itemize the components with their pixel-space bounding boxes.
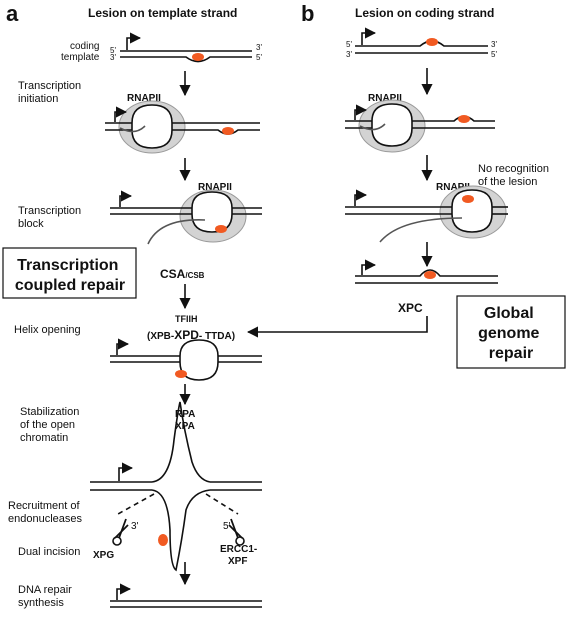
lesion-marker xyxy=(424,271,436,279)
three-prime-label: 3' xyxy=(110,53,116,62)
panel-b-title: Lesion on coding strand xyxy=(355,6,494,20)
five-prime-label: 5' xyxy=(491,50,497,59)
open-chromatin-dna xyxy=(90,401,262,572)
step-stabilization: Stabilization of the open chromatin xyxy=(20,406,82,444)
lesion-marker xyxy=(462,195,474,203)
repaired-dna xyxy=(110,583,262,608)
five-prime-label: 5' xyxy=(256,53,262,62)
panel-b-letter: b xyxy=(301,1,314,26)
step-transcription-initiation: Transcription initiation xyxy=(18,80,84,105)
ggr-box-label: Global genome repair xyxy=(478,305,544,362)
lesion-marker xyxy=(215,225,227,233)
coding-label: coding xyxy=(70,41,99,52)
five-prime-label: 5' xyxy=(346,40,352,49)
step-dual-incision: Dual incision xyxy=(18,546,80,558)
step-repair-synthesis: DNA repair synthesis xyxy=(18,584,75,609)
scissors-icon xyxy=(228,518,245,546)
panel-b-dna-initial: 5' 3' 3' 5' xyxy=(346,27,497,59)
tfiih-complex-label: (XPB-XPD- TTDA) xyxy=(147,328,235,342)
lesion-marker xyxy=(426,38,438,46)
helix-opening-dna xyxy=(110,338,262,381)
panel-b-dna-stalled xyxy=(355,259,498,284)
tcr-box xyxy=(2,247,137,299)
step-transcription-block: Transcription block xyxy=(18,205,84,230)
csa-label: CSA/CSB xyxy=(160,267,205,281)
panel-a-letter: a xyxy=(6,1,19,26)
step-recruitment: Recruitment of endonucleases xyxy=(8,500,83,525)
lesion-marker xyxy=(192,53,204,61)
five-prime-label: 5' xyxy=(110,46,116,55)
no-recognition-label: No recognition of the lesion xyxy=(478,163,552,188)
lesion-marker xyxy=(158,534,168,546)
three-prime-label: 3' xyxy=(131,521,139,532)
scissors-icon xyxy=(112,518,129,546)
rnapii-label: RNAPII xyxy=(127,93,161,104)
lesion-marker xyxy=(222,127,234,135)
step-helix-opening: Helix opening xyxy=(14,324,81,336)
tfiih-label: TFIIH xyxy=(175,314,198,324)
rpa-label: RPA xyxy=(175,409,195,420)
xpc-label: XPC xyxy=(398,301,423,315)
panel-a-title: Lesion on template strand xyxy=(88,6,237,20)
panel-a-initiation: RNAPII xyxy=(105,93,260,154)
panel-a-block: RNAPII xyxy=(110,182,262,245)
lesion-marker xyxy=(458,115,470,123)
tcr-box-label: Transcription coupled repair xyxy=(15,257,125,294)
ggr-box xyxy=(456,295,566,369)
three-prime-label: 3' xyxy=(256,43,262,52)
rnapii-label: RNAPII xyxy=(198,182,232,193)
rnapii-label: RNAPII xyxy=(368,93,402,104)
panel-a-dna-initial: coding template 5' 3' 3' 5' xyxy=(61,32,262,63)
three-prime-label: 3' xyxy=(346,50,352,59)
ercc1-xpf-label: ERCC1- XPF xyxy=(220,544,260,567)
rnapii-label: RNAPII xyxy=(436,182,470,193)
panel-b-initiation: RNAPII xyxy=(345,93,495,153)
xpg-label: XPG xyxy=(93,550,114,561)
three-prime-label: 3' xyxy=(491,40,497,49)
lesion-marker xyxy=(175,370,187,378)
template-label: template xyxy=(61,52,100,63)
five-prime-label: 5' xyxy=(223,521,231,532)
panel-b-no-recognition: RNAPII xyxy=(345,182,508,243)
